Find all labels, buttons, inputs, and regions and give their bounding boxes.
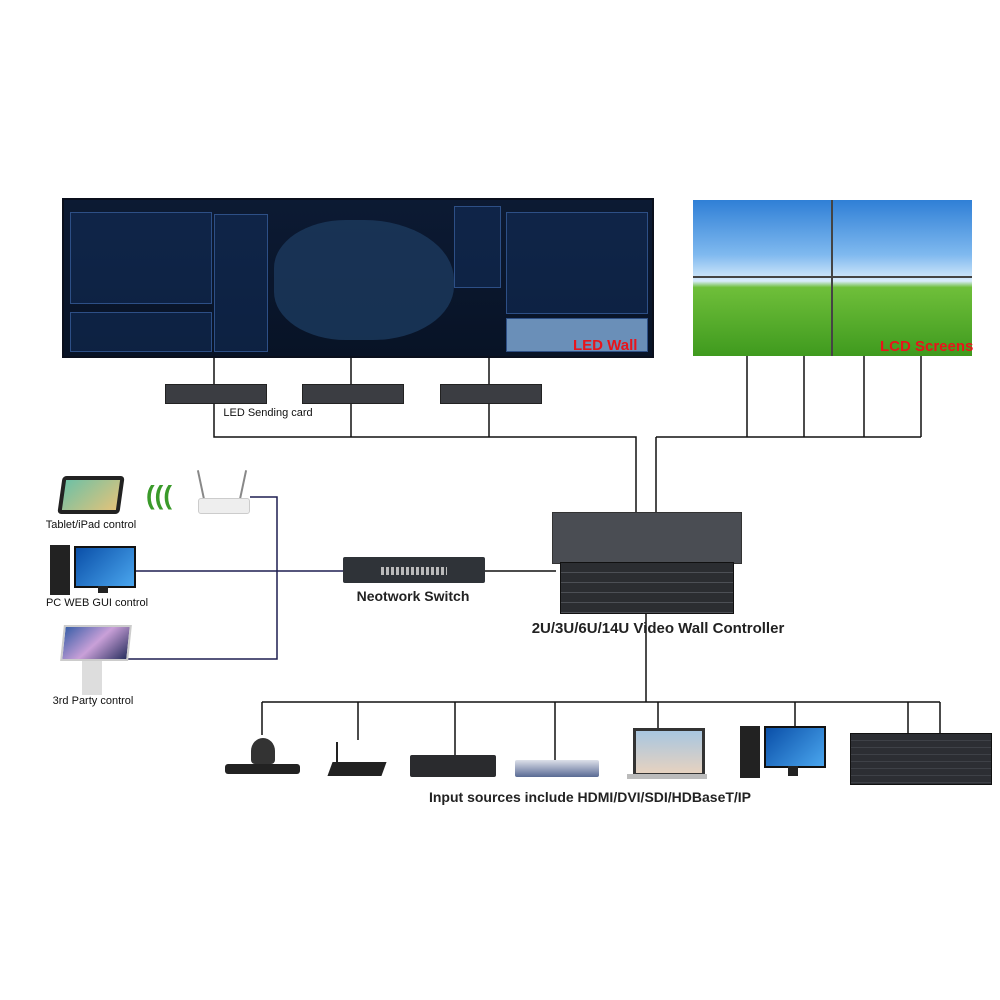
desktop-pc-icon (740, 726, 826, 780)
wifi-icon: ((( (146, 480, 172, 510)
led-wall (62, 198, 654, 358)
sending-card-label: LED Sending card (223, 407, 313, 419)
lcd-screens-label: LCD Screens (880, 338, 974, 355)
conference-camera-icon (225, 738, 300, 778)
led-sending-card-2 (302, 384, 404, 404)
led-wall-label: LED Wall (573, 337, 638, 354)
server-chassis-icon (850, 733, 992, 785)
tablet-icon (57, 476, 125, 514)
media-player-icon (515, 760, 599, 777)
laptop-icon (627, 728, 707, 782)
video-wall-controller-icon (552, 512, 742, 614)
third-party-label: 3rd Party control (52, 695, 134, 707)
lcd-screens (693, 200, 972, 356)
tablet-label: Tablet/iPad control (45, 519, 137, 531)
kiosk-icon (60, 625, 132, 695)
network-switch-icon (343, 557, 485, 583)
set-top-box-icon (327, 742, 387, 778)
pc-label: PC WEB GUI control (45, 597, 149, 609)
led-sending-card-3 (440, 384, 542, 404)
controller-label: 2U/3U/6U/14U Video Wall Controller (531, 620, 785, 637)
switch-label: Neotwork Switch (356, 588, 470, 604)
router-icon (196, 470, 250, 514)
pc-icon (50, 545, 136, 595)
inputs-label: Input sources include HDMI/DVI/SDI/HDBas… (428, 789, 752, 805)
led-sending-card-1 (165, 384, 267, 404)
dvr-icon (410, 755, 496, 777)
